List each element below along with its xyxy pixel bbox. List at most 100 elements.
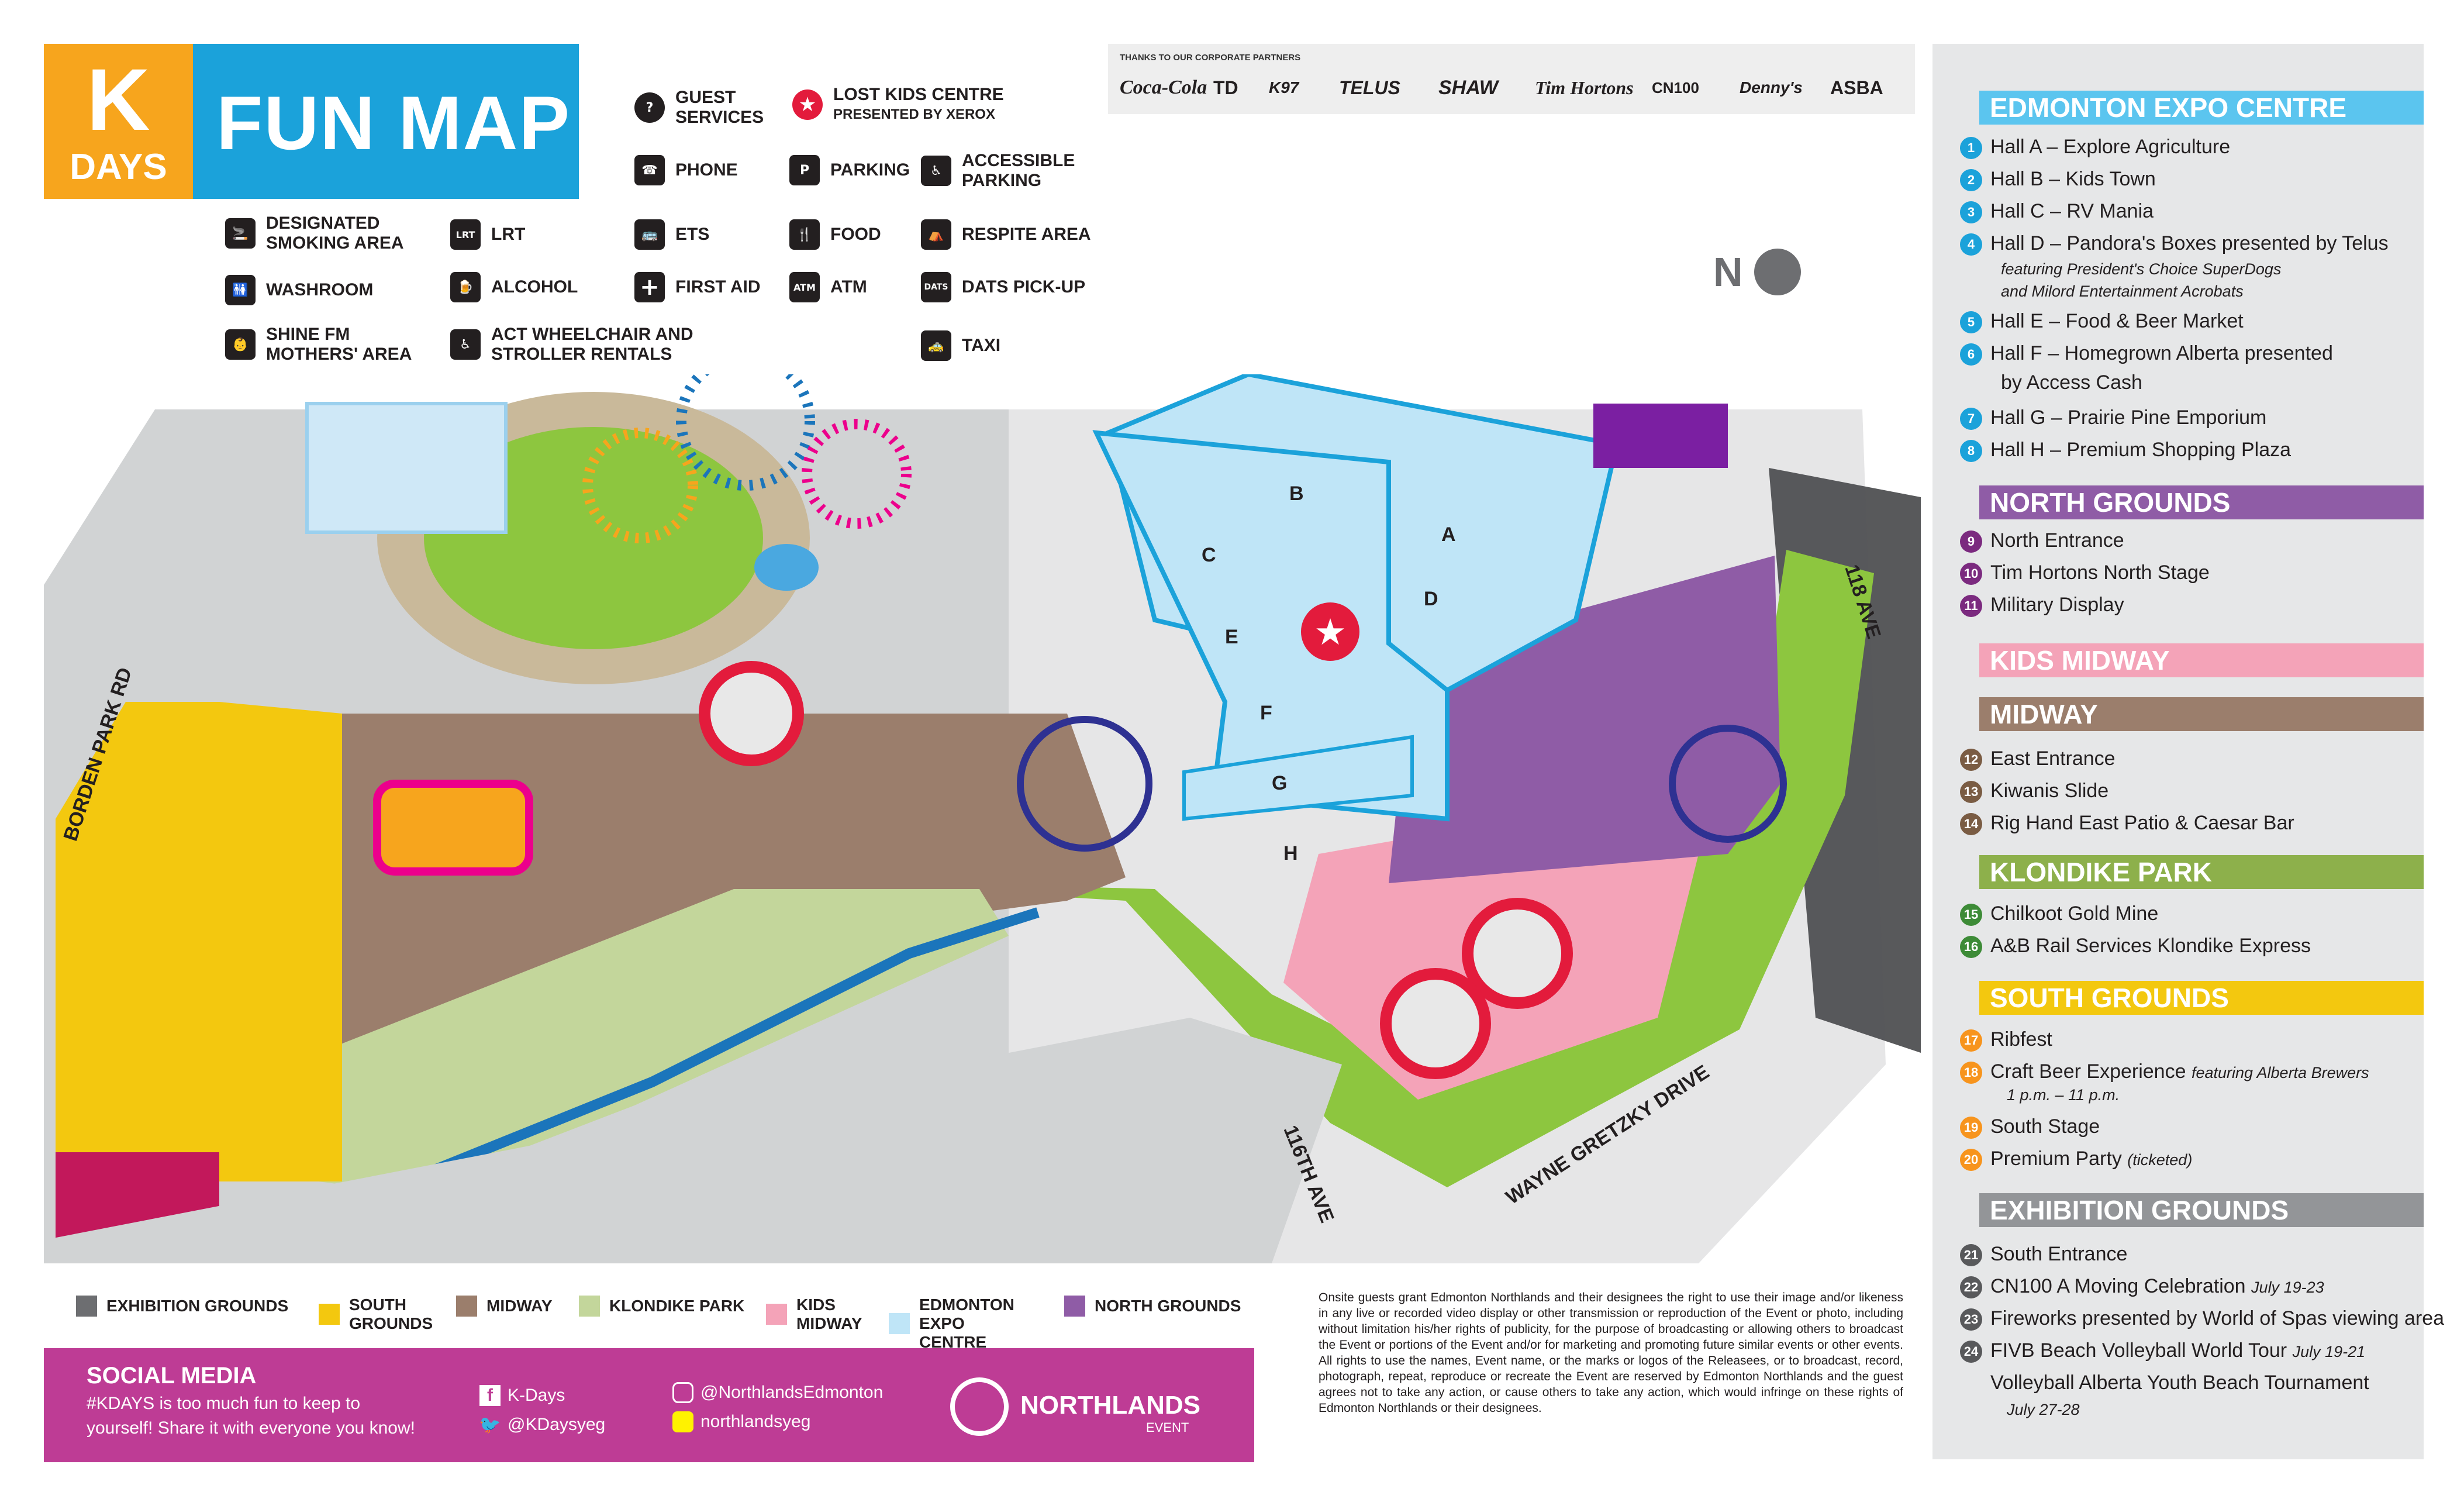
lower-parking-lot [44,1018,1342,1263]
key-taxi: 🚕 TAXI [921,330,1000,361]
snapchat-link[interactable]: northlandsyeg [672,1411,810,1432]
atm-icon: ATM [789,272,820,302]
twitter-link[interactable]: 🐦@KDaysyeg [479,1414,606,1435]
ets-bus-icon: 🚌 [634,219,665,250]
section-kids-midway: KIDS MIDWAY [1979,643,2424,677]
section-north-grounds: NORTH GROUNDS [1979,485,2424,519]
south-building [305,402,508,534]
area-legend-north: NORTH GROUNDS [1064,1296,1241,1317]
pond [754,544,819,591]
key-ets: 🚌 ETS [634,219,709,250]
phone-icon: ☎ [634,155,665,185]
northlands-brand: NORTHLANDS [1020,1391,1200,1420]
key-accessible-parking: ♿ ACCESSIBLE PARKING [921,151,1079,191]
key-food: 🍴 FOOD [789,219,881,250]
facebook-icon: f [479,1385,501,1406]
page-title: FUN MAP [216,80,571,166]
kdays-logo-background [44,44,193,199]
partner-logo-coca-cola: Coca-Cola [1120,77,1207,98]
roller-coaster [373,780,533,876]
legend-item-4-sub1: featuring President's Choice SuperDogs [2001,260,2282,278]
section-midway: MIDWAY [1979,697,2424,731]
key-smoking: 🚬 DESIGNATED SMOKING AREA [225,213,424,253]
area-legend-klondike: KLONDIKE PARK [579,1296,744,1317]
legend-item-18-sub: 1 p.m. – 11 p.m. [2007,1086,2120,1104]
partner-logo-cn100: CN100 [1652,78,1699,97]
key-respite: ⛺ RESPITE AREA [921,219,1091,250]
respite-icon: ⛺ [921,219,951,250]
partner-logo-dennys: Denny's [1740,78,1803,97]
northlands-brand-sub: EVENT [1146,1420,1189,1435]
snapchat-icon [672,1411,693,1432]
partner-logo-k97: K97 [1269,78,1299,97]
legend-item-24-youth-dates: July 27-28 [2007,1401,2080,1418]
key-parking: P PARKING [789,155,910,185]
legend-item-4-sub2: and Milord Entertainment Acrobats [2001,283,2244,300]
accessible-parking-icon: ♿ [921,156,951,186]
firework-burst-2 [582,428,698,543]
hall-e-label: E [1225,626,1238,648]
northlands-logo-icon [950,1377,1009,1436]
smoking-icon: 🚬 [225,218,256,249]
food-icon: 🍴 [789,219,820,250]
area-legend-kids-midway: KIDS MIDWAY [766,1296,872,1333]
legend-item-6-sub: by Access Cash [2001,371,2142,394]
north-letter: N [1713,249,1743,295]
taxi-icon: 🚕 [921,330,951,361]
partner-logo-td: TD [1213,77,1238,98]
parking-icon: P [789,155,820,185]
hall-d-label: D [1424,588,1438,610]
fair-map: B A C D E F G H ★ N BORDEN PARK RD 118 A… [44,374,1921,1263]
key-mothers-area: 👶 SHINE FM MOTHERS' AREA [225,325,424,364]
hall-h-label: H [1283,842,1298,864]
lost-kids-centre-marker [1301,602,1359,661]
firework-burst-1 [676,374,815,491]
key-phone: ☎ PHONE [634,155,738,185]
social-blurb-line1: #KDAYS is too much fun to keep to [87,1394,361,1413]
area-legend-exhibition: EXHIBITION GROUNDS [76,1296,288,1317]
social-title: SOCIAL MEDIA [87,1363,257,1389]
lrt-icon: LRT [450,219,481,250]
ferris-wheel [1017,716,1152,852]
instagram-link[interactable]: @NorthlandsEdmonton [672,1382,883,1403]
train-track [346,907,1040,1210]
wheelchair-rental-icon: ♿ [450,329,481,360]
title-banner [193,44,579,199]
ferris-wheel-kids [1669,725,1787,843]
hall-b-label: B [1289,483,1304,505]
hall-f-label: F [1260,702,1272,724]
section-klondike-park: KLONDIKE PARK [1979,855,2424,889]
carousel-tent-1 [1462,898,1573,1009]
key-lost-kids: ★ LOST KIDS CENTRE PRESENTED BY XEROX [792,85,1004,125]
north-stage [1593,404,1728,468]
alcohol-icon: 🍺 [450,272,481,302]
kdays-logo-letter: K [87,50,150,149]
expo-centre-main [1092,430,1450,822]
lost-kids-star-icon: ★ [1314,611,1347,653]
carousel-tent-2 [1380,968,1491,1079]
partner-logo-telus: TELUS [1339,77,1400,98]
washroom-icon: 🚻 [225,275,256,305]
partner-logo-tim-hortons: Tim Hortons [1535,77,1634,98]
social-media-banner [44,1348,1254,1462]
section-exhibition-grounds: EXHIBITION GROUNDS [1979,1193,2424,1227]
first-aid-icon: + [634,272,665,302]
lost-kids-star-icon: ★ [792,89,823,120]
